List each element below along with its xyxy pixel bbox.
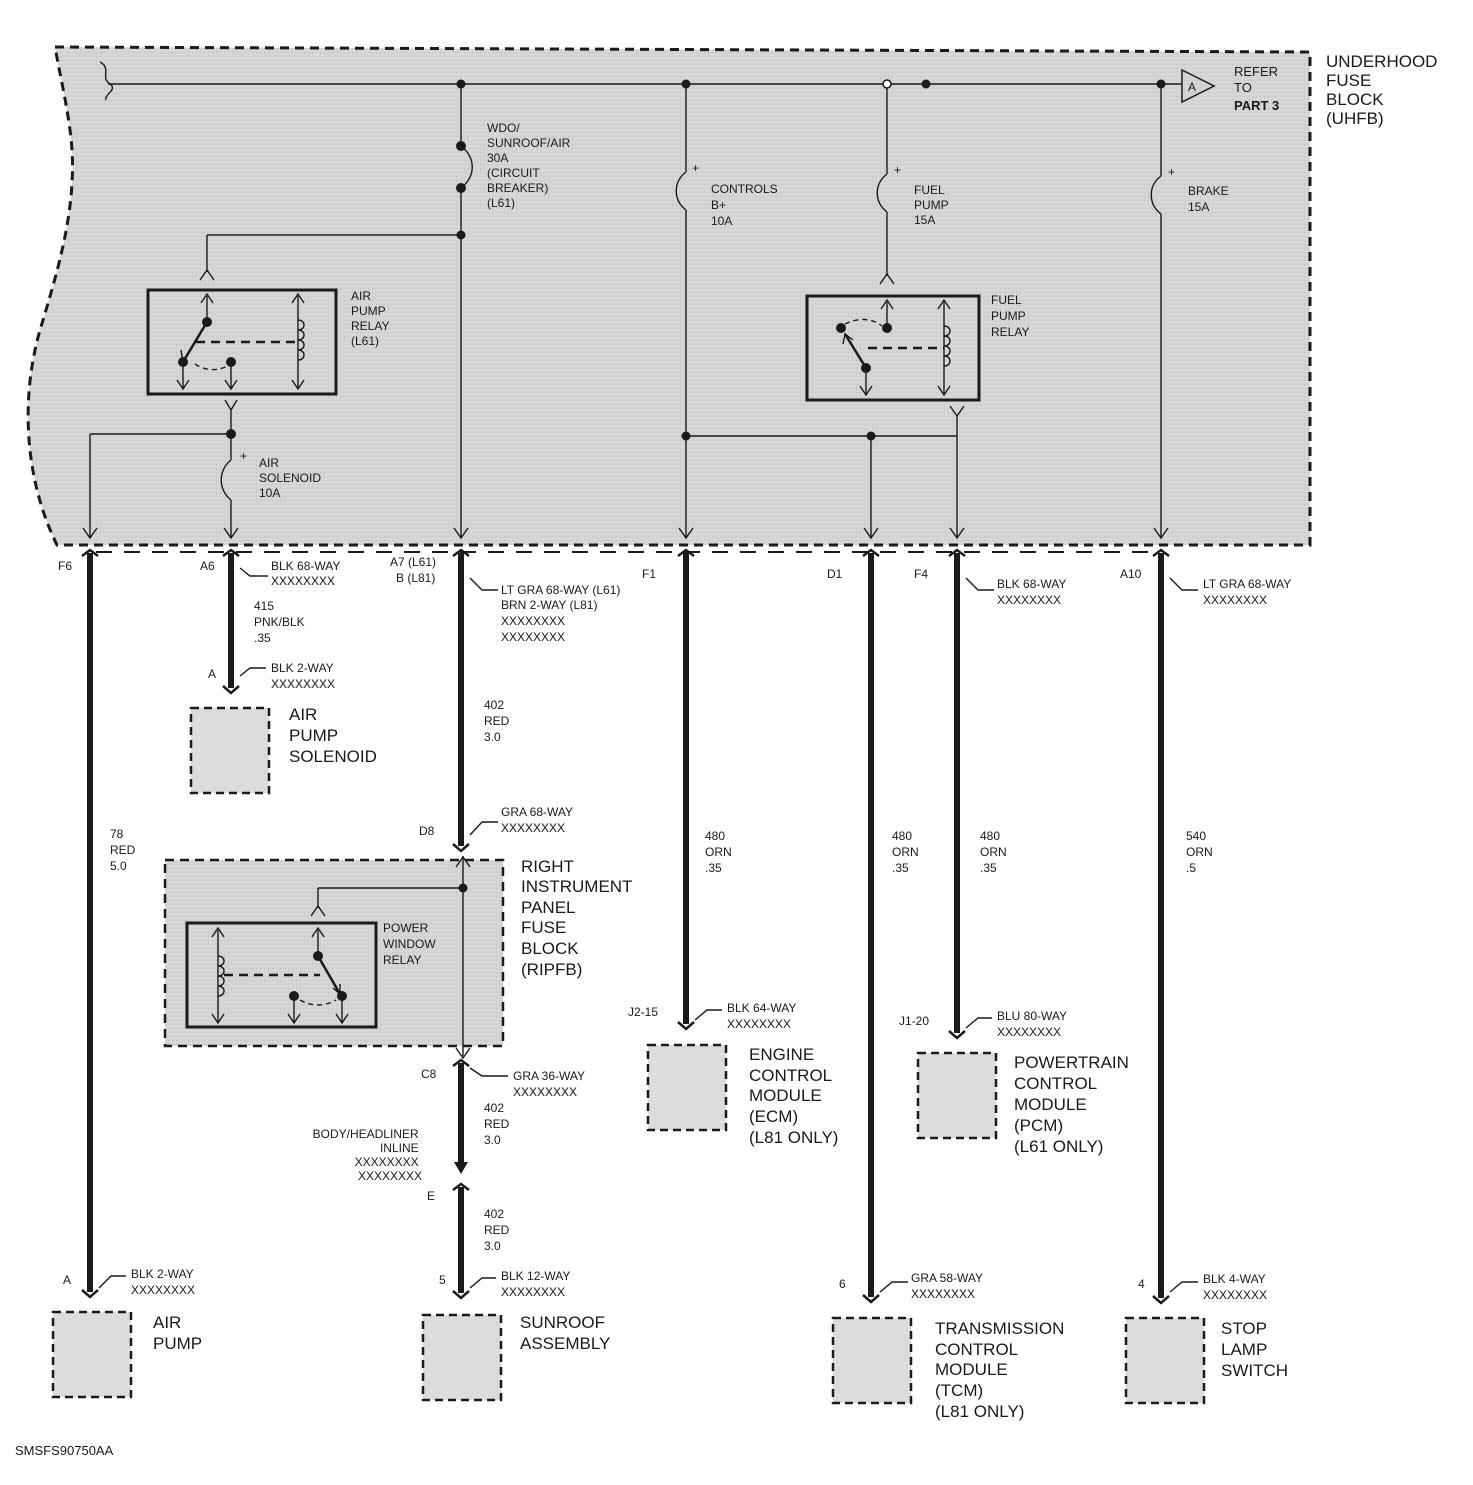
svg-text:+: + xyxy=(894,163,901,177)
brake-fuse-label: BRAKE 15A xyxy=(1188,184,1232,214)
pin-a7: A7 (L61) B (L81) xyxy=(390,555,439,585)
wire-402-c: 402 RED 3.0 xyxy=(484,1207,513,1253)
svg-text:POWERTRAIN CONTROL: POWERTRAIN CONTROL MODULE (PCM) (L61 ONL… xyxy=(1014,1053,1134,1156)
pin-labels: F6 A6 A7 (L61) B (L81) F1 D1 F4 A10 A D8… xyxy=(58,555,1145,1291)
svg-text:TRANSMISSION CONTROL: TRANSMISSION CONTROL MODULE (TCM) (L81 O… xyxy=(935,1319,1069,1421)
wire-labels: 415 PNK/BLK .35 402 RED 3.0 402 RED 3.0 … xyxy=(110,599,1216,1253)
wire-402-b: 402 RED 3.0 xyxy=(484,1101,513,1147)
ripfb: POWER WINDOW RELAY RIGHT INSTRUMENT PANE… xyxy=(163,855,637,1060)
conn-j1: BLU 80-WAY XXXXXXXX xyxy=(997,1009,1070,1039)
svg-text:AIR PUMP: AIR PUMP xyxy=(153,1313,202,1353)
conn-f4: BLK 68-WAY XXXXXXXX xyxy=(997,577,1069,607)
pin-a6: A6 xyxy=(200,559,215,573)
pin-e: E xyxy=(427,1189,435,1203)
svg-text:ENGINE CONTROL MOD: ENGINE CONTROL MODULE (ECM) (L81 ONLY) xyxy=(749,1045,838,1147)
power-window-relay-label: POWER WINDOW RELAY xyxy=(383,921,439,967)
connector-labels: BLK 68-WAY XXXXXXXX LT GRA 68-WAY (L61) … xyxy=(98,559,1294,1302)
wire-480-a: 480 ORN .35 xyxy=(705,829,735,875)
conn-d8: GRA 68-WAY XXXXXXXX xyxy=(501,805,576,835)
circuit-controls: + CONTROLS B+ 10A xyxy=(675,84,957,540)
component-air-pump: AIR PUMP xyxy=(51,1310,202,1399)
pin-6: 6 xyxy=(839,1277,846,1291)
figure-id: SMSFS90750AA xyxy=(15,1443,114,1458)
fuel-pump-relay: FUEL PUMP RELAY xyxy=(805,293,1029,540)
component-pcm: POWERTRAIN CONTROL MODULE (PCM) (L61 ONL… xyxy=(916,1051,1134,1156)
svg-text:AIR PUMP SOLENOID: AIR PUMP SOLENOID xyxy=(289,705,377,766)
pin-d1: D1 xyxy=(827,567,843,581)
conn-j2: BLK 64-WAY XXXXXXXX xyxy=(727,1001,799,1031)
air-solenoid-fuse-label: AIR SOLENOID 10A xyxy=(259,456,324,500)
conn-solenoid: BLK 2-WAY XXXXXXXX xyxy=(271,661,337,691)
fuel-pump-fuse-label: FUEL PUMP 15A xyxy=(914,183,952,227)
svg-text:+: + xyxy=(1168,165,1175,179)
component-tcm: TRANSMISSION CONTROL MODULE (TCM) (L81 O… xyxy=(831,1316,1069,1421)
harness-wires xyxy=(81,548,1170,1305)
conn-a6: BLK 68-WAY XXXXXXXX xyxy=(271,559,343,588)
controls-fuse-label: CONTROLS B+ 10A xyxy=(711,182,781,228)
bus-bar: A REFER TO PART 3 xyxy=(99,61,1282,113)
conn-inline: BODY/HEADLINER INLINE XXXXXXXX XXXXXXXX xyxy=(313,1127,422,1183)
pin-a10: A10 xyxy=(1120,567,1142,581)
air-pump-relay-label: AIR PUMP RELAY (L61) xyxy=(351,289,393,348)
underhood-fuse-block: UNDERHOOD FUSE BLOCK (UHFB) xyxy=(26,45,1442,547)
svg-text:+: + xyxy=(240,449,247,463)
circuit-wdo-sunroof: WDO/ SUNROOF/AIR 30A (CIRCUIT BREAKER) (… xyxy=(199,84,574,540)
svg-text:STOP LAMP SWITCH: STOP LAMP SWITCH xyxy=(1221,1319,1288,1380)
component-sunroof-assembly: SUNROOF ASSEMBLY xyxy=(421,1313,610,1402)
pin-5: 5 xyxy=(439,1273,446,1287)
pin-f1: F1 xyxy=(642,567,656,581)
air-pump-relay: AIR PUMP RELAY (L61) + AIR SOLENOID 10A xyxy=(82,288,393,540)
pin-4: 4 xyxy=(1138,1277,1145,1291)
component-stop-lamp-switch: STOP LAMP SWITCH xyxy=(1124,1316,1288,1405)
wire-480-c: 480 ORN .35 xyxy=(980,829,1010,875)
fuel-pump-relay-label: FUEL PUMP RELAY xyxy=(991,293,1029,339)
ripfb-label: RIGHT INSTRUMENT PANEL FUSE BLOCK (RIPFB… xyxy=(521,857,637,979)
conn-air-pump: BLK 2-WAY XXXXXXXX xyxy=(131,1267,197,1297)
pin-j2-15: J2-15 xyxy=(628,1005,658,1019)
pin-f4: F4 xyxy=(914,567,928,581)
svg-text:SUNROOF ASSEMBLY: SUNROOF ASSEMBLY xyxy=(520,1313,610,1353)
component-ecm: ENGINE CONTROL MODULE (ECM) (L81 ONLY) xyxy=(646,1043,838,1147)
pin-a-pump: A xyxy=(63,1273,71,1287)
wdo-breaker-label: WDO/ SUNROOF/AIR 30A (CIRCUIT BREAKER) (… xyxy=(487,121,574,210)
refer-label: REFER TO PART 3 xyxy=(1234,64,1282,113)
pin-c8: C8 xyxy=(421,1067,437,1081)
component-air-pump-solenoid: AIR PUMP SOLENOID xyxy=(189,705,377,795)
pin-a-solenoid: A xyxy=(208,667,216,681)
wire-540: 540 ORN .5 xyxy=(1186,829,1216,875)
wire-415: 415 PNK/BLK .35 xyxy=(254,599,308,645)
refer-symbol: A xyxy=(1188,80,1196,94)
pin-d8: D8 xyxy=(419,824,435,838)
circuit-fuel-pump: + FUEL PUMP 15A xyxy=(876,88,952,285)
circuit-brake: + BRAKE 15A xyxy=(1150,84,1232,540)
conn-a10: LT GRA 68-WAY XXXXXXXX xyxy=(1203,577,1294,607)
svg-text:+: + xyxy=(692,161,699,175)
conn-c8: GRA 36-WAY XXXXXXXX xyxy=(513,1069,588,1099)
wire-480-b: 480 ORN .35 xyxy=(892,829,922,875)
conn-six: GRA 58-WAY XXXXXXXX xyxy=(911,1271,986,1301)
conn-a7: LT GRA 68-WAY (L61) BRN 2-WAY (L81) XXXX… xyxy=(501,583,624,644)
pin-j1-20: J1-20 xyxy=(899,1014,929,1028)
wire-402-a: 402 RED 3.0 xyxy=(484,698,513,744)
fuse-block-title: UNDERHOOD FUSE BLOCK (UHFB) xyxy=(1326,52,1442,128)
conn-four: BLK 4-WAY XXXXXXXX xyxy=(1203,1272,1269,1302)
wire-78: 78 RED 5.0 xyxy=(110,827,139,873)
conn-five: BLK 12-WAY XXXXXXXX xyxy=(501,1269,573,1299)
pin-f6: F6 xyxy=(58,559,72,573)
air-solenoid-fuse xyxy=(220,459,232,501)
refer-arrow-icon xyxy=(1181,68,1216,104)
